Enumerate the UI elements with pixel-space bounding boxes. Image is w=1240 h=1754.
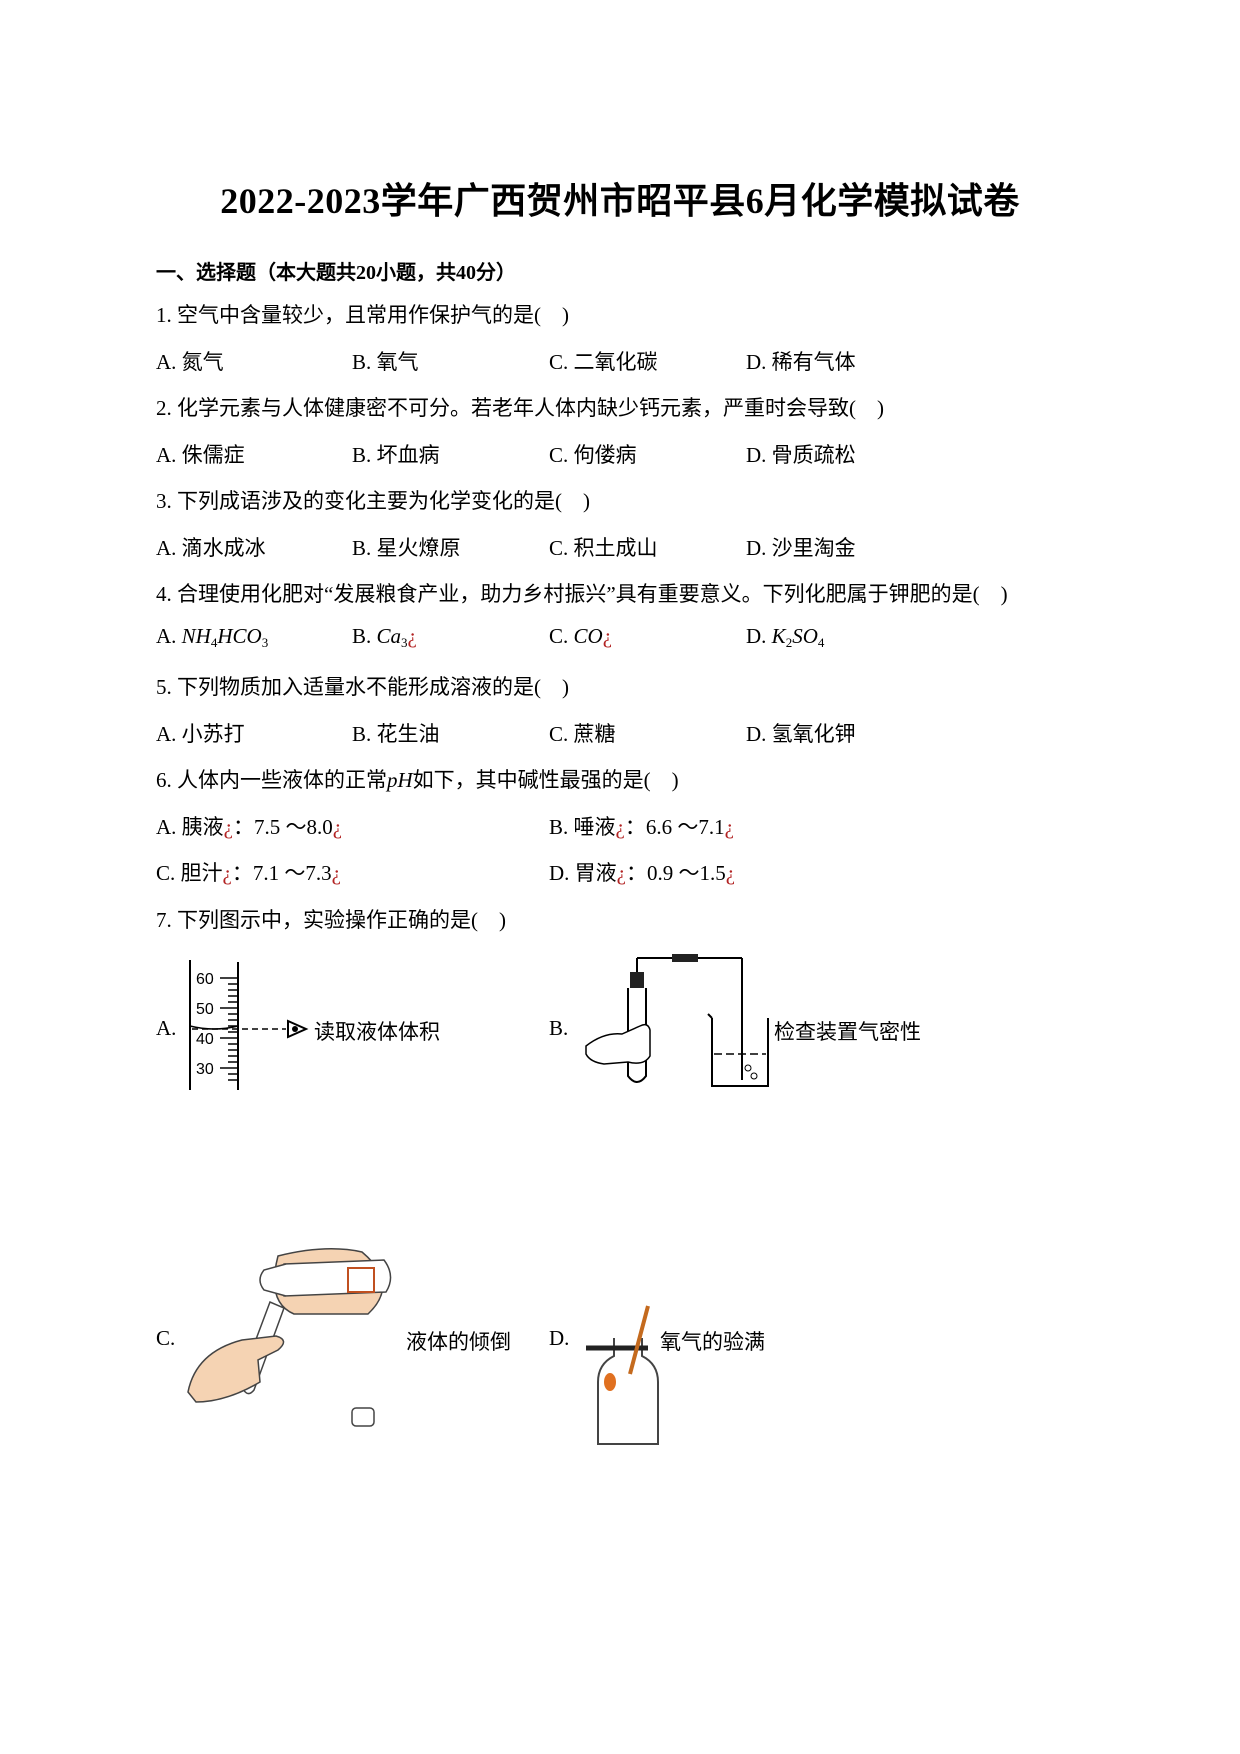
tick-40: 40 (196, 1031, 214, 1048)
q5-option-c[interactable]: C. 蔗糖 (549, 722, 616, 746)
q2-option-b[interactable]: B. 坏血病 (352, 443, 440, 467)
q5-option-a[interactable]: A. 小苏打 (156, 722, 245, 746)
q2-option-d[interactable]: D. 骨质疏松 (746, 443, 856, 467)
q4-option-d[interactable]: D. K2SO4 (746, 624, 824, 651)
bottle-stopper-icon (351, 1407, 375, 1427)
q7-option-c-label[interactable]: C. (156, 1326, 176, 1350)
question-5-stem: 5. 下列物质加入适量水不能形成溶液的是( ) (156, 675, 569, 699)
q4-option-c-label: C. (549, 624, 574, 648)
q2-option-c[interactable]: C. 佝偻病 (549, 443, 637, 467)
tick-30: 30 (196, 1061, 214, 1078)
q4-option-d-label: D. (746, 624, 772, 648)
q6-option-d[interactable]: D. 胃液¿：0.9 ～1.5¿ (549, 861, 736, 885)
q1-option-a[interactable]: A. 氮气 (156, 350, 224, 374)
q7-option-d-caption: 氧气的验满 (660, 1330, 765, 1354)
holding-hand-icon (187, 1335, 285, 1403)
tick-50: 50 (196, 1001, 214, 1018)
question-7-stem: 7. 下列图示中，实验操作正确的是( ) (156, 908, 506, 932)
wooden-splint-icon (628, 1305, 650, 1375)
formula-b: Ca3 (376, 624, 408, 650)
graduated-cylinder-figure: 60 50 40 30 (189, 960, 309, 1090)
q7-option-a-label[interactable]: A. (156, 1016, 177, 1040)
eye-icon (287, 1019, 309, 1039)
q6-option-a[interactable]: A. 胰液¿：7.5 ～8.0¿ (156, 815, 343, 839)
q3-option-b[interactable]: B. 星火燎原 (352, 536, 461, 560)
q7-option-d-label[interactable]: D. (549, 1326, 570, 1350)
hand-icon (585, 1023, 651, 1065)
question-4-stem: 4. 合理使用化肥对“发展粮食产业，助力乡村振兴”具有重要意义。下列化肥属于钾肥… (156, 582, 1008, 606)
question-6-stem: 6. 人体内一些液体的正常pH如下，其中碱性最强的是( ) (156, 768, 679, 792)
formula-a: NH4HCO3 (181, 624, 269, 650)
q1-option-b[interactable]: B. 氧气 (352, 350, 419, 374)
q4-option-b-label: B. (352, 624, 377, 648)
flame-icon (604, 1373, 616, 1391)
q1-option-c[interactable]: C. 二氧化碳 (549, 350, 658, 374)
q1-option-d[interactable]: D. 稀有气体 (746, 350, 856, 374)
formula-c-glyph: ¿ (602, 624, 613, 648)
q4-option-a-label: A. (156, 624, 182, 648)
q2-option-a[interactable]: A. 侏儒症 (156, 443, 245, 467)
q7-option-a-caption: 读取液体体积 (314, 1020, 440, 1044)
formula-c: CO (573, 624, 603, 648)
q4-option-b[interactable]: B. Ca3¿ (352, 624, 417, 651)
q7-option-b-label[interactable]: B. (549, 1016, 569, 1040)
formula-d: K2SO4 (771, 624, 825, 650)
page-title: 2022-2023学年广西贺州市昭平县6月化学模拟试卷 (220, 181, 1020, 221)
question-1-stem: 1. 空气中含量较少，且常用作保护气的是( ) (156, 303, 569, 327)
q4-option-c[interactable]: C. CO¿ (549, 624, 612, 649)
q7-option-b-caption: 检查装置气密性 (774, 1020, 921, 1044)
q3-option-d[interactable]: D. 沙里淘金 (746, 536, 856, 560)
q6-option-c[interactable]: C. 胆汁¿：7.1 ～7.3¿ (156, 861, 341, 885)
liquid-pouring-figure (187, 1248, 392, 1427)
gas-bottle-icon (597, 1338, 659, 1445)
q5-option-b[interactable]: B. 花生油 (352, 722, 440, 746)
q3-option-a[interactable]: A. 滴水成冰 (156, 536, 266, 560)
question-3-stem: 3. 下列成语涉及的变化主要为化学变化的是( ) (156, 489, 590, 513)
airtightness-apparatus-figure (585, 954, 769, 1087)
q3-option-c[interactable]: C. 积土成山 (549, 536, 658, 560)
q4-option-a[interactable]: A. NH4HCO3 (156, 624, 268, 651)
ph-symbol: pH (387, 768, 413, 792)
q6-option-b[interactable]: B. 唾液¿：6.6 ～7.1¿ (549, 815, 734, 839)
formula-b-glyph: ¿ (407, 624, 417, 648)
oxygen-test-figure (586, 1305, 659, 1445)
tick-60: 60 (196, 971, 214, 988)
section-heading: 一、选择题（本大题共20小题，共40分） (156, 262, 516, 284)
q5-option-d[interactable]: D. 氢氧化钾 (746, 722, 856, 746)
question-2-stem: 2. 化学元素与人体健康密不可分。若老年人体内缺少钙元素，严重时会导致( ) (156, 396, 884, 420)
q7-option-c-caption: 液体的倾倒 (406, 1330, 511, 1354)
